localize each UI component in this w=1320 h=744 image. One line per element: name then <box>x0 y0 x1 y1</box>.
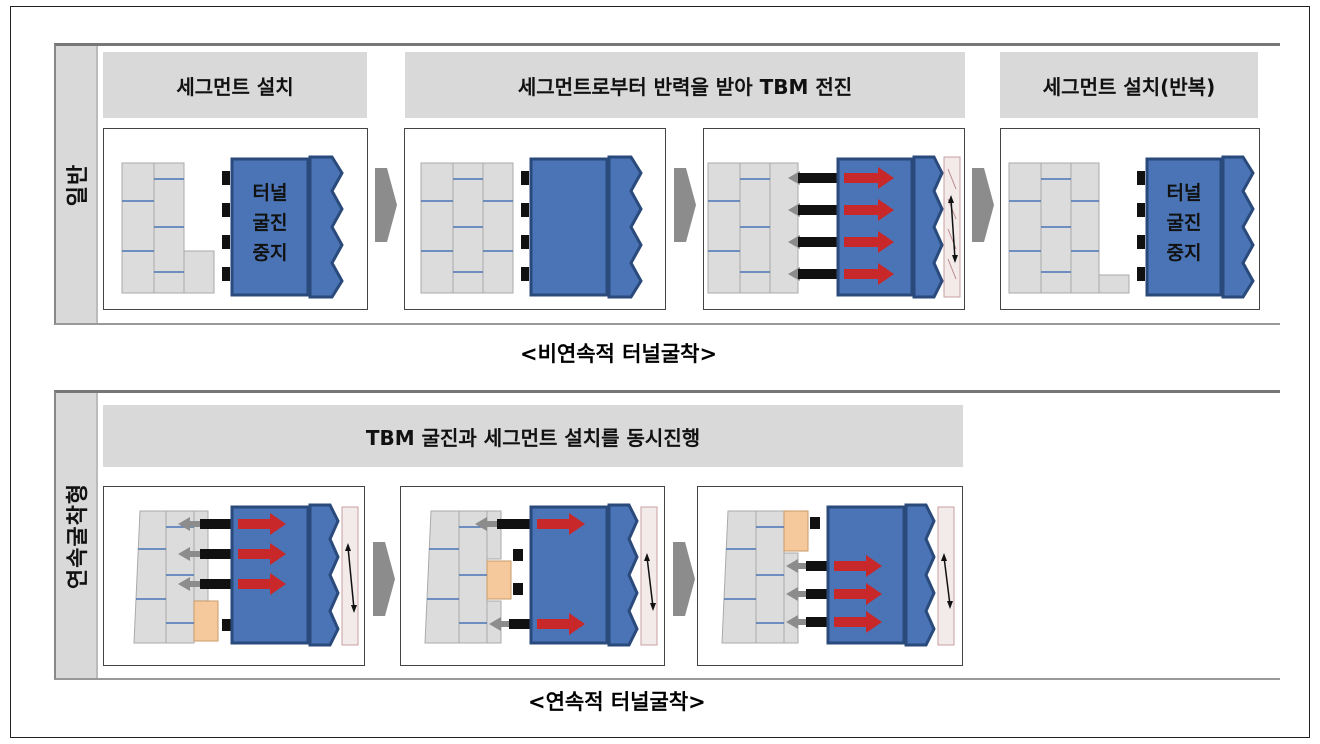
reaction-arrows <box>475 517 511 631</box>
arrow-right-icon <box>972 168 994 242</box>
extended-thrust-jacks <box>806 517 828 627</box>
general-side-bar: 일반 <box>56 46 98 323</box>
figure-frame <box>10 6 1310 738</box>
segment-lining <box>133 510 219 644</box>
phase-segment-install: 세그먼트 설치 <box>103 52 367 118</box>
arrow-right-icon <box>375 168 397 242</box>
thrust-jacks <box>521 171 529 281</box>
stop-text-line2: 굴진 <box>1167 212 1202 234</box>
cutter-rotation-icon <box>646 556 654 608</box>
tbm-body <box>529 155 643 299</box>
stop-text-line1: 터널 <box>253 182 288 204</box>
phase-simultaneous: TBM 굴진과 세그먼트 설치를 동시진행 <box>103 405 963 467</box>
thrust-arrows <box>238 513 286 595</box>
continuous-section: 연속굴착형 <box>54 390 1280 680</box>
panel-segment-install: 터널 굴진 중지 <box>103 128 368 310</box>
segment-lining <box>424 510 512 644</box>
thrust-jacks <box>222 171 230 281</box>
segment-lining <box>420 162 514 294</box>
tbm-body <box>1145 155 1255 299</box>
thrust-jacks <box>1137 171 1145 281</box>
general-side-label: 일반 <box>66 163 91 206</box>
segment-lining <box>721 510 809 644</box>
general-section: 일반 <box>54 43 1280 325</box>
extended-thrust-jacks <box>200 519 232 631</box>
thrust-arrows <box>537 513 585 635</box>
reaction-arrows <box>178 517 200 591</box>
arrow-right-icon <box>673 542 695 616</box>
phase-segment-install-repeat: 세그먼트 설치(반복) <box>1000 52 1258 118</box>
extended-thrust-jacks <box>798 173 838 279</box>
panel-continuous-b <box>400 486 665 666</box>
thrust-arrows <box>844 167 894 285</box>
caption-non-continuous: <비연속적 터널굴착> <box>520 342 718 366</box>
arrow-right-icon <box>674 168 696 242</box>
segment-lining <box>707 162 799 294</box>
reaction-arrows <box>786 559 808 629</box>
phase-tbm-advance: 세그먼트로부터 반력을 받아 TBM 전진 <box>405 52 965 118</box>
panel-continuous-a <box>103 486 365 666</box>
cutter-rotation-icon <box>347 546 355 610</box>
cutter-rotation-icon <box>943 556 951 606</box>
caption-continuous: <연속적 터널굴착> <box>528 690 706 714</box>
thrust-arrows <box>834 555 882 633</box>
arrow-right-icon <box>373 542 395 616</box>
tbm-body <box>230 155 344 299</box>
cutter-rotation-icon <box>950 198 956 260</box>
panel-continuous-c <box>697 486 963 666</box>
panel-segment-install-repeat: 터널 굴진 중지 <box>1000 128 1260 310</box>
panel-tbm-advance-b <box>703 128 965 310</box>
panel-tbm-advance-a <box>404 128 666 310</box>
segment-lining <box>121 162 215 294</box>
stop-text-line2: 굴진 <box>253 212 288 234</box>
segment-lining <box>1008 162 1130 294</box>
continuous-side-label: 연속굴착형 <box>66 482 91 589</box>
stop-text-line3: 중지 <box>253 242 288 264</box>
stop-text-line1: 터널 <box>1167 182 1202 204</box>
excavation-face <box>341 506 359 646</box>
excavation-face <box>943 156 961 298</box>
continuous-side-bar: 연속굴착형 <box>56 393 98 678</box>
stop-text-line3: 중지 <box>1167 242 1202 264</box>
extended-thrust-jacks <box>497 519 531 629</box>
